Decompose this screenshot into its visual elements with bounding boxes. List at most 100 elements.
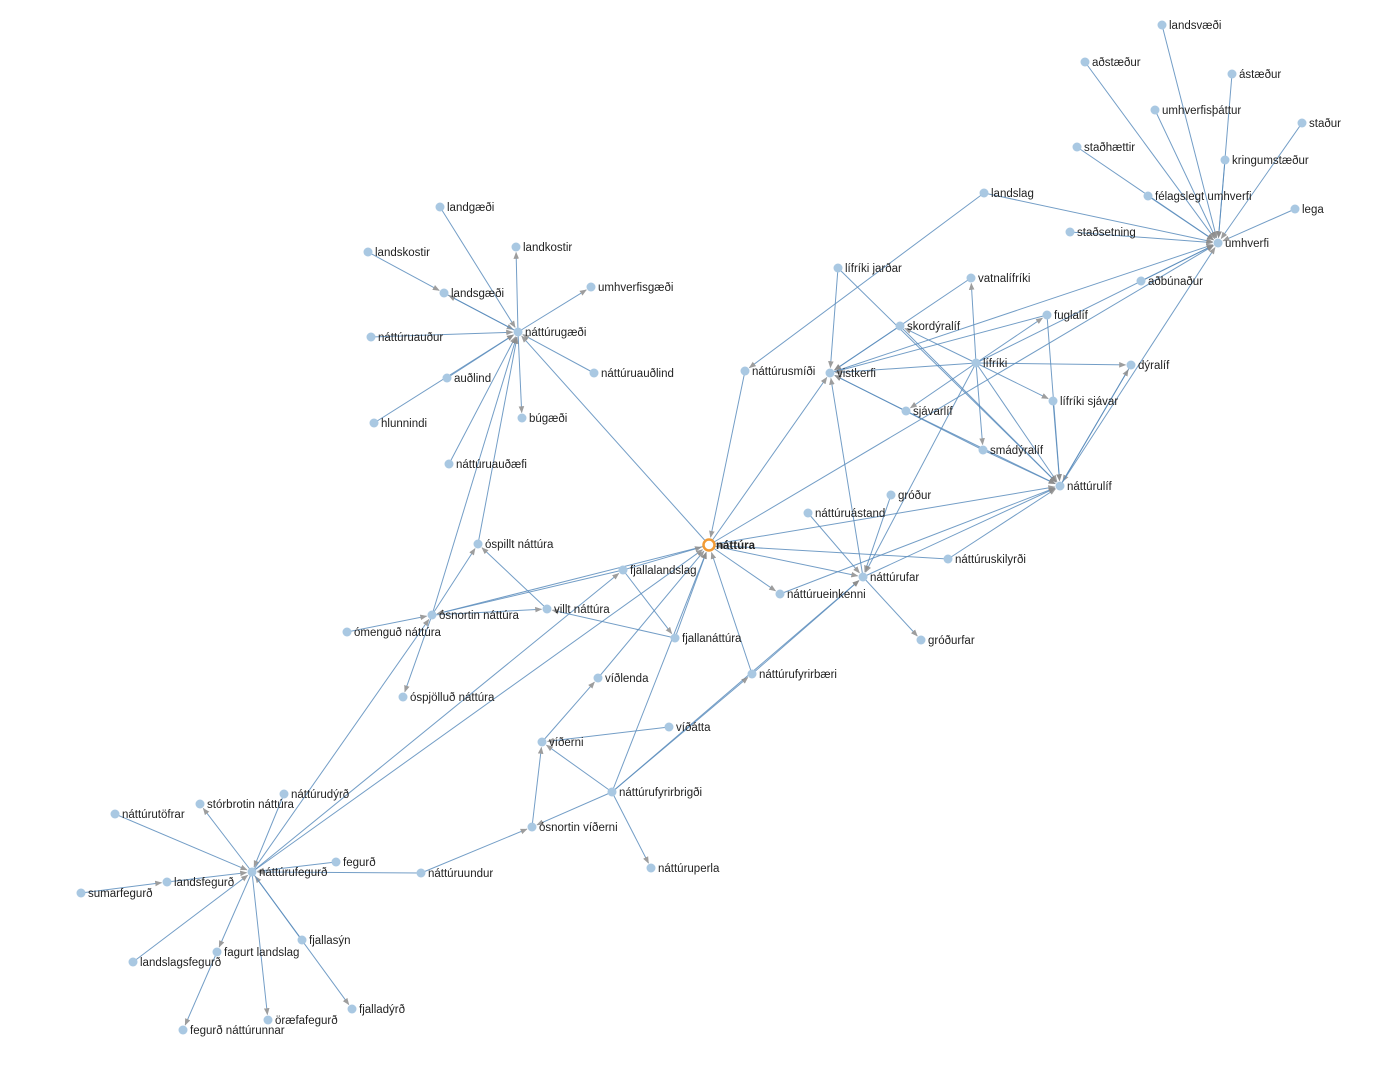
node-adstaedur[interactable]: aðstæður [1080,57,1141,69]
node-natturuskilyrdi[interactable]: náttúruskilyrði [943,554,1026,566]
node-dot[interactable] [1297,118,1307,128]
node-dot[interactable] [162,877,172,887]
node-dot[interactable] [263,1015,273,1025]
node-dot[interactable] [833,263,843,273]
node-ospillt-nattura[interactable]: óspillt náttúra [473,539,555,551]
node-natturufyrirbaeri[interactable]: náttúrufyrirbæri [747,669,837,681]
node-dot[interactable] [513,327,523,337]
node-dot[interactable] [607,787,617,797]
node-felagslegt-umhverfi[interactable]: félagslegt umhverfi [1143,191,1252,203]
node-dot[interactable] [646,863,656,873]
node-dot[interactable] [966,273,976,283]
node-dot[interactable] [247,867,257,877]
node-dot[interactable] [825,368,835,378]
node-natturuundur[interactable]: náttúruundur [416,868,494,880]
node-dot[interactable] [1048,396,1058,406]
node-natturudyrd[interactable]: náttúrudýrð [279,789,350,801]
node-natturuaudaefi[interactable]: náttúruauðæfi [444,459,527,471]
node-oraefafegurd[interactable]: öræfafegurð [263,1015,338,1027]
node-dot[interactable] [886,490,896,500]
node-dyralif[interactable]: dýralíf [1126,360,1171,372]
node-dot[interactable] [1080,57,1090,67]
node-dot[interactable] [398,692,408,702]
node-viderni[interactable]: víðerni [537,737,584,749]
node-dot[interactable] [537,737,547,747]
node-dot[interactable] [901,406,911,416]
node-umhverfisgaedi[interactable]: umhverfisgæði [586,282,674,294]
node-fjallalandslag[interactable]: fjallalandslag [618,565,697,577]
node-dot[interactable] [1290,204,1300,214]
node-dot[interactable] [212,947,222,957]
node-natturutofrar[interactable]: náttúrutöfrar [110,809,185,821]
node-dot[interactable] [542,604,552,614]
node-grodurfar[interactable]: gróðurfar [916,635,975,647]
node-bugaedi[interactable]: búgæði [517,413,568,425]
node-dot[interactable] [1072,142,1082,152]
node-natturuastand[interactable]: náttúruástand [803,508,886,520]
node-dot[interactable] [110,809,120,819]
node-vatnalifriki[interactable]: vatnalífríki [966,273,1031,285]
node-natturufegurd[interactable]: náttúrufegurð [247,867,328,879]
node-dot[interactable] [1157,20,1167,30]
node-dot[interactable] [858,572,868,582]
node-ospjollud-nattura[interactable]: óspjölluð náttúra [398,692,495,704]
node-dot[interactable] [916,635,926,645]
node-landgaedi[interactable]: landgæði [435,202,495,214]
node-fjallasyn[interactable]: fjallasýn [297,935,351,947]
node-dot[interactable] [618,565,628,575]
node-landslag[interactable]: landslag [979,188,1034,200]
node-dot[interactable] [435,202,445,212]
node-dot[interactable] [775,589,785,599]
node-adbunadur[interactable]: aðbúnaður [1136,276,1204,288]
node-umhverfisthattur[interactable]: umhverfisþáttur [1150,105,1242,117]
node-dot[interactable] [1213,238,1223,248]
node-dot[interactable] [444,459,454,469]
node-natturueinkenni[interactable]: náttúrueinkenni [775,589,866,601]
node-dot[interactable] [1136,276,1146,286]
node-dot[interactable] [195,799,205,809]
node-dot[interactable] [331,857,341,867]
node-dot[interactable] [427,610,437,620]
node-dot[interactable] [342,627,352,637]
node-villt-nattura[interactable]: villt náttúra [542,604,611,616]
node-dot[interactable] [363,247,373,257]
node-fagurt-landslag[interactable]: fagurt landslag [212,947,300,959]
node-lifriki-sjavar[interactable]: lífríki sjávar [1048,396,1119,408]
node-natturufyrirbrigdi[interactable]: náttúrufyrirbrigði [607,787,703,799]
node-fjallanattura[interactable]: fjallanáttúra [670,633,743,645]
node-storbrotin-nattura[interactable]: stórbrotin náttúra [195,799,295,811]
node-dot[interactable] [442,373,452,383]
node-umhverfi[interactable]: umhverfi [1213,238,1270,250]
node-landskostir[interactable]: landskostir [363,247,431,259]
node-dot[interactable] [297,935,307,945]
node-dot[interactable] [473,539,483,549]
node-fegurd[interactable]: fegurð [331,857,376,869]
node-dot[interactable] [589,368,599,378]
node-dot[interactable] [439,288,449,298]
node-dot[interactable] [1143,191,1153,201]
node-stadhaettir[interactable]: staðhættir [1072,142,1136,154]
node-smadyralif[interactable]: smádýralíf [978,445,1044,457]
node-dot[interactable] [971,358,981,368]
node-dot[interactable] [943,554,953,564]
node-vistkerfi[interactable]: vistkerfi [825,368,876,380]
node-dot[interactable] [747,669,757,679]
node-fegurd-natturunnar[interactable]: fegurð náttúrunnar [178,1025,285,1037]
node-natturuperla[interactable]: náttúruperla [646,863,720,875]
node-dot[interactable] [1150,105,1160,115]
node-dot[interactable] [978,445,988,455]
node-landslagsfegurd[interactable]: landslagsfegurð [128,957,222,969]
node-natturulif[interactable]: náttúrulíf [1055,481,1113,493]
node-dot[interactable] [366,332,376,342]
node-sjavarlif[interactable]: sjávarlíf [901,406,954,418]
node-dot[interactable] [586,282,596,292]
node-dot[interactable] [527,822,537,832]
node-stadsetning[interactable]: staðsetning [1065,227,1136,239]
node-natturugaedi[interactable]: náttúrugæði [513,327,587,339]
node-nattura[interactable]: náttúra [702,538,756,553]
node-fjalladyrd[interactable]: fjalladýrð [347,1004,406,1016]
node-lega[interactable]: lega [1290,204,1325,216]
node-lifriki[interactable]: lífríki [971,358,1008,370]
root-node-dot[interactable] [702,538,716,552]
node-dot[interactable] [279,789,289,799]
